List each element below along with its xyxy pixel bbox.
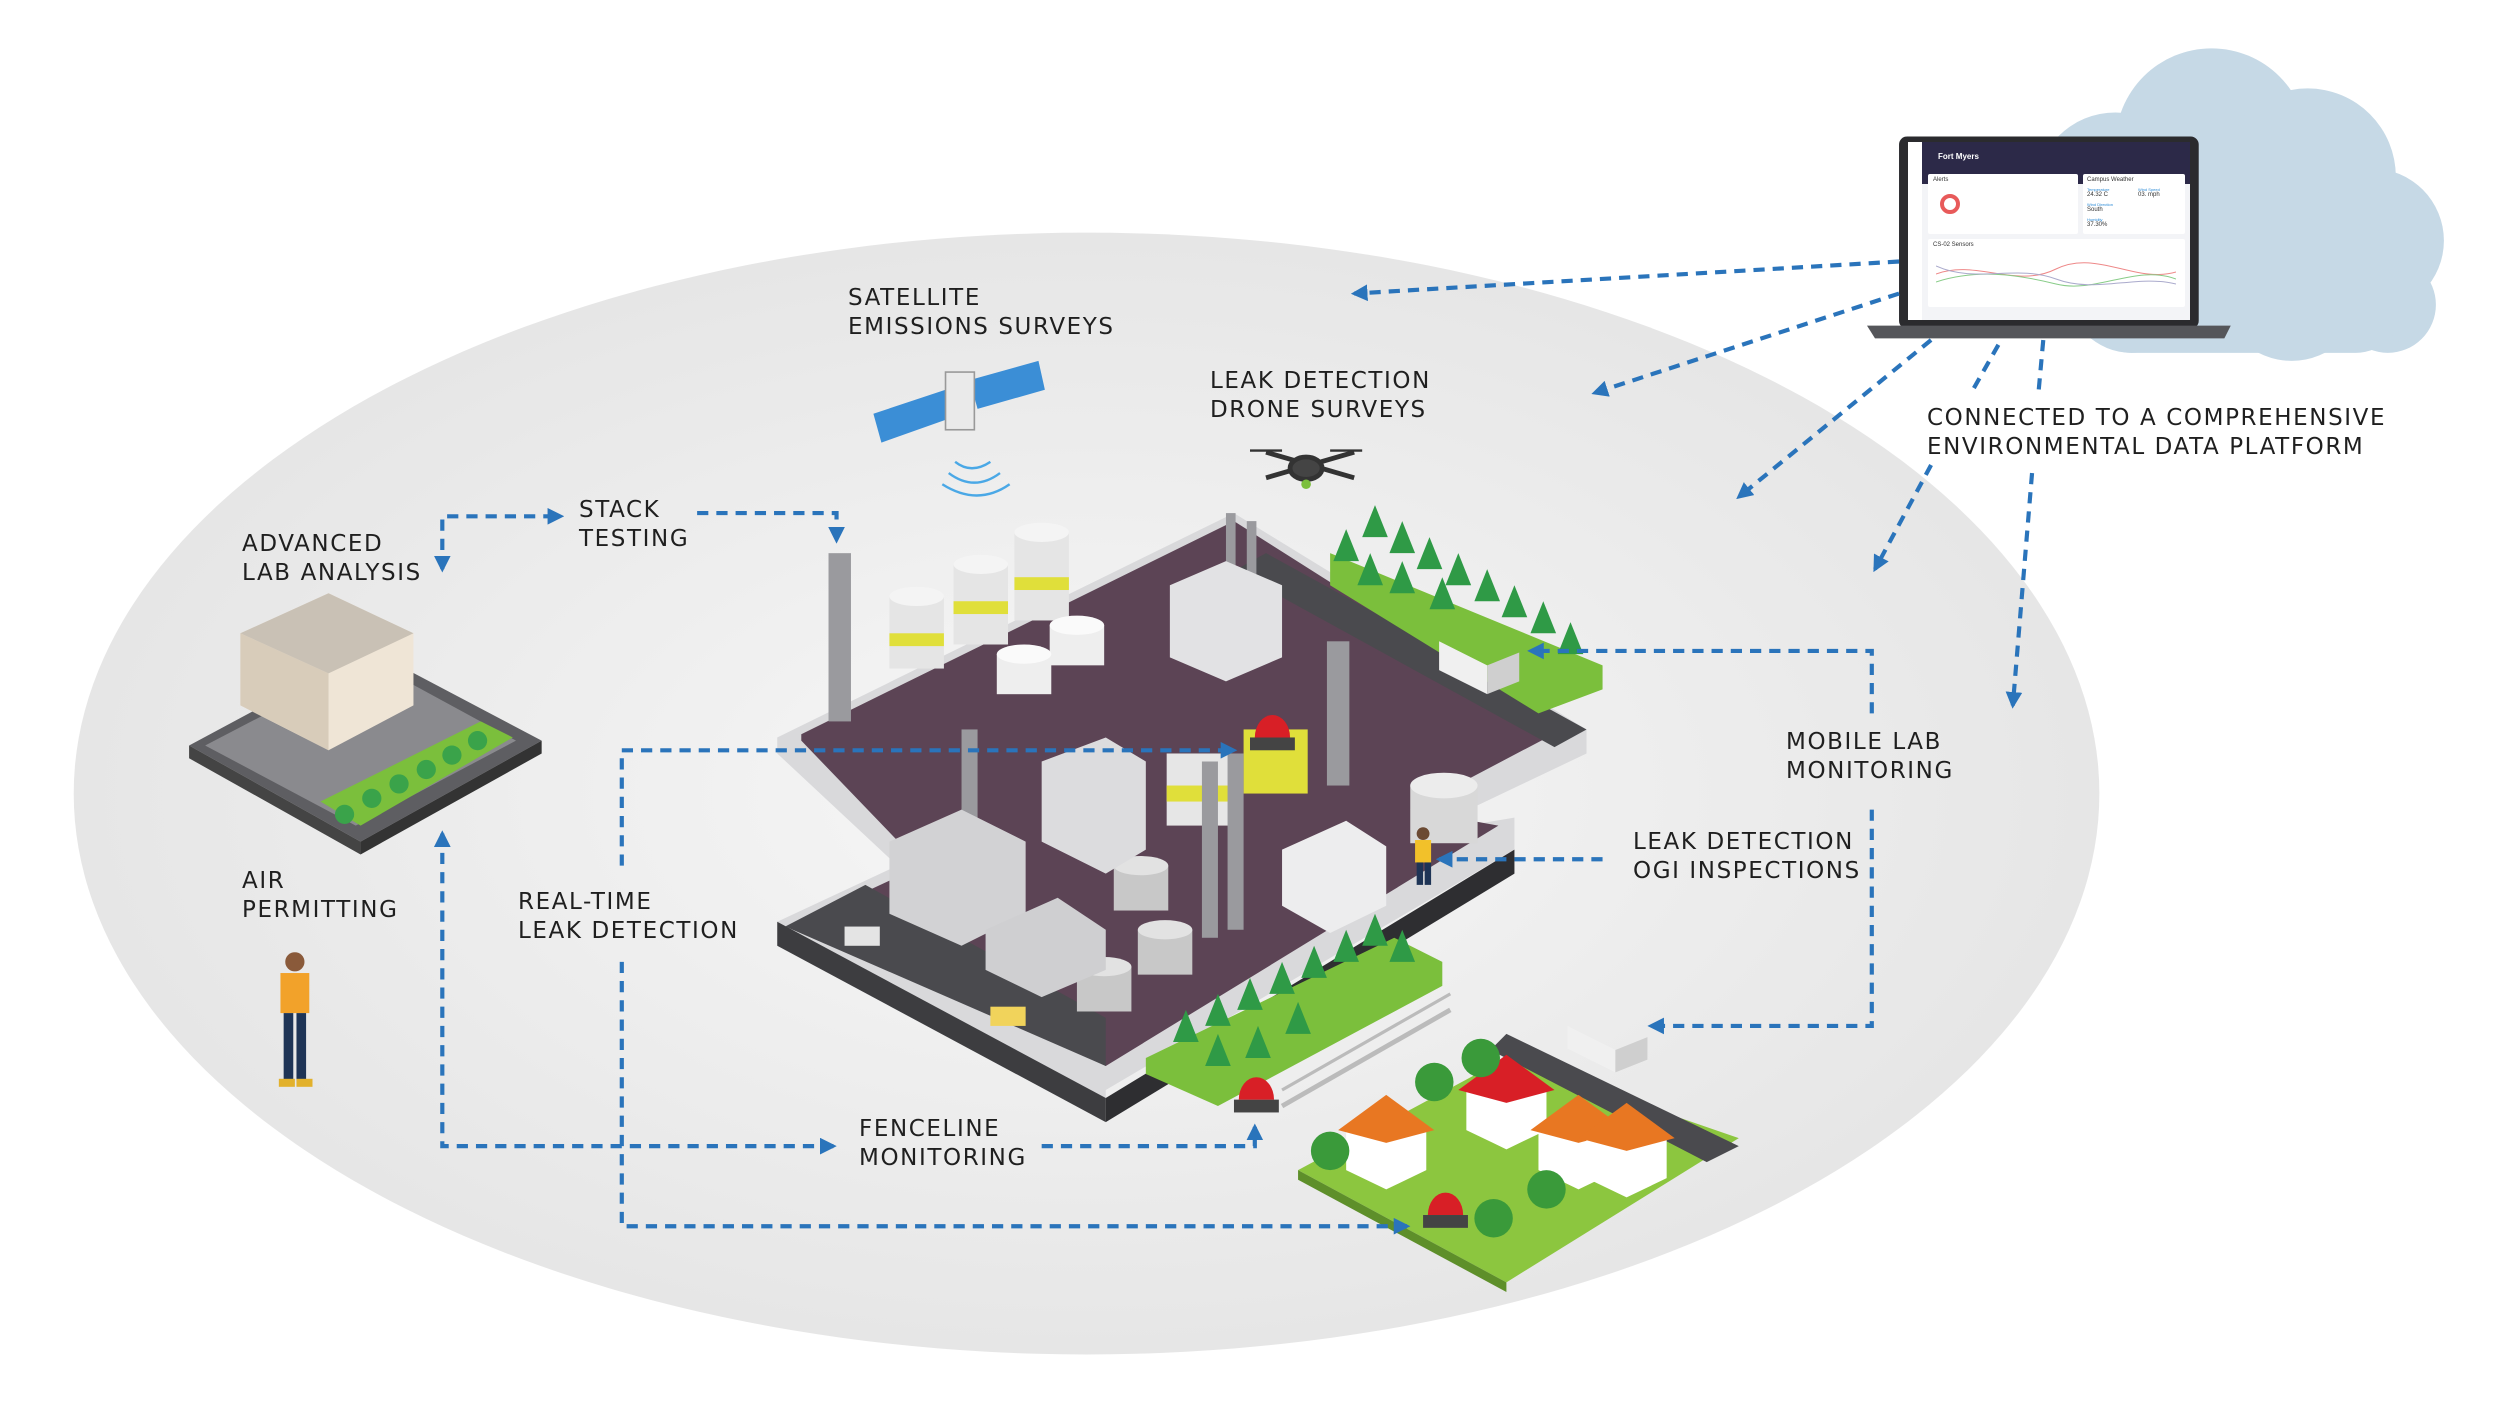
label-line: ADVANCED — [242, 531, 384, 557]
storage-tanks — [889, 522, 1478, 1012]
arrow-platform-refinery — [1736, 338, 1933, 500]
label-real-time-leak-detection: REAL-TIME LEAK DETECTION — [518, 888, 739, 946]
forest-upper — [1330, 505, 1603, 714]
drone-icon — [1250, 449, 1363, 490]
ogi-inspector-icon — [1415, 827, 1432, 885]
label-mobile-lab-monitoring: MOBILE LAB MONITORING — [1786, 728, 1954, 786]
worker-icon — [278, 952, 313, 1087]
forest-fenceline — [1145, 913, 1452, 1109]
arrow-lab-fenceline — [433, 830, 837, 1155]
arrow-fenceline-alarm — [1041, 1123, 1264, 1149]
label-line: FENCELINE — [859, 1116, 1001, 1142]
label-stack-testing: STACK TESTING — [579, 496, 689, 554]
arrow-mobile-upper — [1527, 642, 1874, 714]
label-line: OGI INSPECTIONS — [1633, 858, 1861, 884]
arrow-mobile-lower — [1647, 809, 1874, 1035]
sensors-card: CS-02 Sensors — [1928, 239, 2185, 307]
wind-speed-value: 03. mph — [2138, 192, 2160, 198]
label-line: MOBILE LAB — [1786, 729, 1943, 755]
site-name: Fort Myers — [1938, 152, 1979, 161]
label-line: LAB ANALYSIS — [242, 560, 422, 586]
label-line: LEAK DETECTION — [1633, 829, 1854, 855]
connector-arrows — [433, 259, 2046, 1235]
label-line: ENVIRONMENTAL DATA PLATFORM — [1927, 434, 2365, 460]
arrow-stack-refinery — [697, 511, 845, 544]
weather-card: Campus Weather Temperature 24.32 C Wind … — [2083, 174, 2185, 234]
label-advanced-lab-analysis: ADVANCED LAB ANALYSIS — [242, 530, 422, 588]
process-buildings — [889, 561, 1387, 998]
wind-direction-label: Wind Direction — [2087, 202, 2114, 207]
arrow-platform-mobile — [1873, 464, 1933, 573]
label-leak-detection-drone-surveys: LEAK DETECTION DRONE SURVEYS — [1210, 367, 1431, 425]
wind-direction-value: South — [2087, 207, 2103, 213]
label-line: MONITORING — [1786, 758, 1954, 784]
wind-speed-label: Wind Speed — [2138, 187, 2160, 192]
label-line: PERMITTING — [242, 897, 399, 923]
label-line: SATELLITE — [848, 285, 981, 311]
label-line: LEAK DETECTION — [518, 918, 739, 944]
smoke-stacks — [828, 513, 1350, 938]
dashboard-sidebar — [1908, 142, 1922, 320]
sensors-title: CS-02 Sensors — [1933, 242, 1974, 248]
label-line: REAL-TIME — [518, 889, 653, 915]
alerts-card: Alerts — [1928, 174, 2078, 234]
arrow-realtime-refinery — [619, 741, 1238, 866]
arrow-platform-ogi — [2005, 472, 2035, 709]
arrow-platform-satellite — [1350, 259, 1900, 302]
temperature-label: Temperature — [2087, 187, 2110, 192]
label-environmental-data-platform: CONNECTED TO A COMPREHENSIVE ENVIRONMENTA… — [1927, 404, 2386, 462]
label-line: DRONE SURVEYS — [1210, 397, 1427, 423]
vehicles — [844, 641, 1648, 1073]
arrow-platform-segment — [1969, 343, 2001, 394]
label-satellite-emissions-surveys: SATELLITE EMISSIONS SURVEYS — [848, 284, 1115, 342]
label-line: AIR — [242, 868, 286, 894]
label-line: STACK — [579, 497, 661, 523]
temperature-value: 24.32 C — [2087, 192, 2109, 198]
tree-icons — [334, 731, 488, 824]
arrow-platform-drone — [1591, 291, 1900, 397]
arrow-platform-segment2 — [2036, 339, 2046, 394]
alarm-beacon-icons — [1233, 715, 1468, 1228]
sensor-chart — [1936, 262, 2176, 287]
humidity-label: Humidity — [2087, 217, 2103, 222]
label-line: TESTING — [579, 526, 690, 552]
humidity-value: 37.30% — [2087, 222, 2108, 228]
alerts-title: Alerts — [1933, 177, 1949, 183]
label-ogi-inspections: LEAK DETECTION OGI INSPECTIONS — [1633, 828, 1861, 886]
satellite-icon — [873, 360, 1045, 497]
label-air-permitting: AIR PERMITTING — [242, 867, 399, 925]
weather-title: Campus Weather — [2087, 177, 2134, 183]
label-line: EMISSIONS SURVEYS — [848, 314, 1115, 340]
arrow-realtime-neighborhood — [619, 961, 1411, 1235]
label-line: LEAK DETECTION — [1210, 368, 1431, 394]
label-line: CONNECTED TO A COMPREHENSIVE — [1927, 405, 2387, 431]
label-fenceline-monitoring: FENCELINE MONITORING — [859, 1115, 1027, 1173]
lab-building-icon — [189, 593, 542, 855]
label-line: MONITORING — [859, 1145, 1027, 1171]
alerts-donut — [1940, 194, 1960, 214]
laptop-dashboard-screen: Fort Myers Alerts Campus Weather Tempera… — [1908, 142, 2190, 320]
